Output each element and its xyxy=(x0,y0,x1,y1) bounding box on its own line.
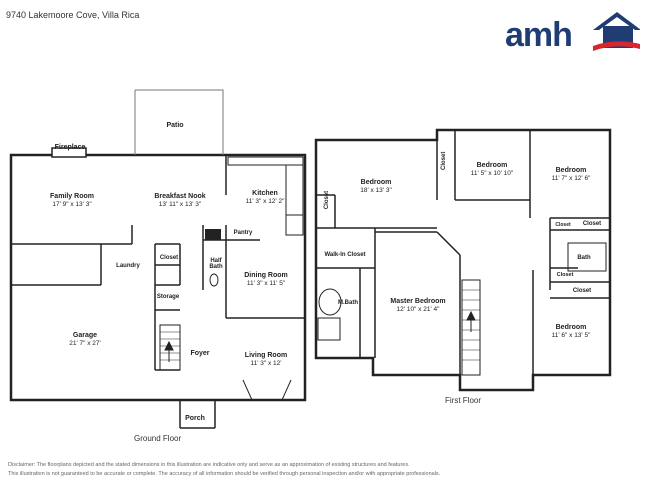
disclaimer-line-1: Disclaimer: The floorplans depicted and … xyxy=(8,462,410,468)
storage-label: Storage xyxy=(156,294,180,300)
half-bath-label: Half Bath xyxy=(209,258,223,270)
bath-label: Bath xyxy=(577,255,591,261)
ground-floor-caption: Ground Floor xyxy=(134,434,182,443)
closet-label: Closet xyxy=(159,255,179,261)
property-address: 9740 Lakemoore Cove, Villa Rica xyxy=(6,10,140,20)
closet-b-label: Closet xyxy=(441,151,447,170)
porch-label: Porch xyxy=(185,415,205,422)
pantry-label: Pantry xyxy=(233,230,253,236)
m-bath-label: M.Bath xyxy=(338,300,358,306)
closet-a-label: Closet xyxy=(324,190,330,210)
disclaimer-line-2: This illustration is not guaranteed to b… xyxy=(8,471,441,477)
ground-floor-outline xyxy=(9,153,307,402)
logo-text: amh xyxy=(505,16,573,54)
closet-c-label: Closet xyxy=(555,222,571,228)
closet-f-label: Closet xyxy=(572,288,592,294)
house-roof-icon xyxy=(593,12,640,51)
first-floor-outline xyxy=(314,128,612,392)
amh-logo: amh xyxy=(505,8,640,53)
closet-d-label: Closet xyxy=(582,221,602,227)
walk-in-closet-label: Walk-In Closet xyxy=(324,252,366,258)
patio-label: Patio xyxy=(166,122,184,129)
fireplace-label: Fireplace xyxy=(54,144,86,151)
first-floor-caption: First Floor xyxy=(445,396,481,405)
laundry-label: Laundry xyxy=(116,263,140,269)
foyer-label: Foyer xyxy=(190,350,210,357)
closet-e-label: Closet xyxy=(556,272,574,278)
